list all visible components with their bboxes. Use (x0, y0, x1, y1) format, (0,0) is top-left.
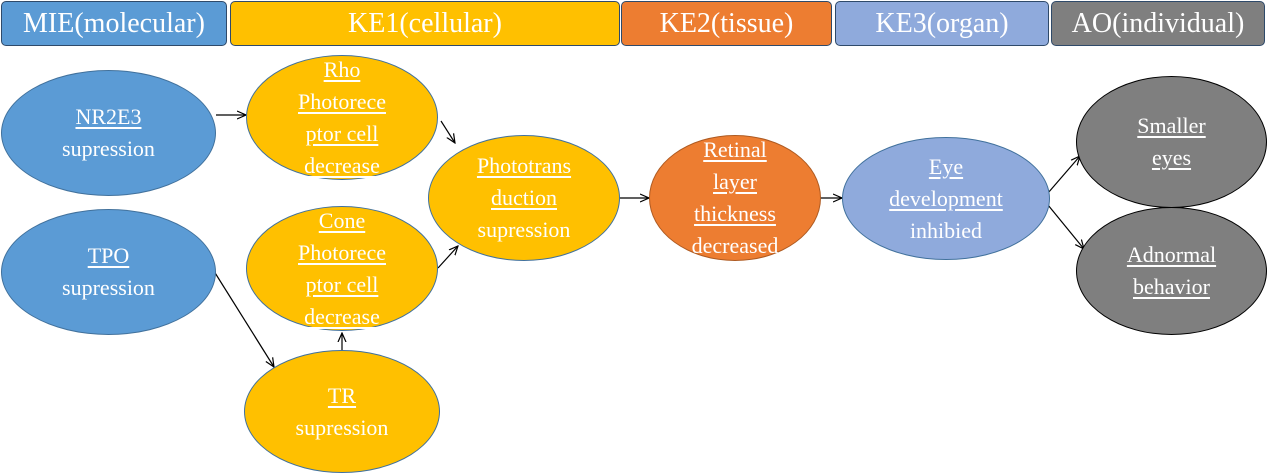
node-eye-line1: Eye (928, 153, 964, 179)
node-eye-line2: development (889, 185, 1003, 211)
node-rho-line3: ptor cell (305, 120, 379, 146)
header-ke3: KE3(organ) (835, 1, 1049, 46)
node-cone-photoreceptor-decrease: Cone Photorece ptor cell decrease (246, 206, 438, 331)
header-mie: MIE(molecular) (1, 1, 227, 46)
header-ke1: KE1(cellular) (230, 1, 620, 46)
node-rho-line1: Rho (323, 56, 361, 82)
node-tr-supression: TR supression (244, 350, 440, 473)
node-cone-line1: Cone (318, 207, 366, 233)
node-eye-line3: inhibied (909, 217, 983, 243)
header-ao: AO(individual) (1051, 1, 1265, 46)
edge-eye-abnormal (1047, 204, 1084, 249)
node-rho-line2: Photorece (298, 88, 386, 114)
node-phototrans-line3: supression (477, 217, 571, 242)
header-mie-label: MIE(molecular) (23, 7, 205, 39)
header-ao-label: AO(individual) (1071, 7, 1245, 39)
node-tr-line1: TR (327, 382, 357, 408)
node-phototransduction-supression: Phototrans duction supression (428, 135, 620, 261)
node-rho-line4: decrease (304, 152, 380, 178)
node-adnormal-behavior: Adnormal behavior (1076, 207, 1267, 335)
node-eye-development-inhibied: Eye development inhibied (842, 137, 1050, 260)
node-tpo-line2: supression (62, 275, 155, 300)
node-cone-line2: Photorece (298, 239, 386, 265)
node-cone-line3: ptor cell (305, 271, 379, 297)
node-tr-line2: supression (295, 414, 389, 440)
node-smaller-line2: eyes (1151, 145, 1192, 170)
node-phototrans-line2: duction (491, 185, 557, 210)
edge-tpo-tr (211, 267, 274, 367)
header-ke2-label: KE2(tissue) (659, 7, 794, 39)
node-nr2e3-supression: NR2E3 supression (1, 70, 216, 196)
edge-eye-smaller (1047, 156, 1080, 194)
node-abnormal-line2: behavior (1133, 274, 1210, 299)
header-ke2: KE2(tissue) (621, 1, 832, 46)
node-retinal-line1: Retinal (703, 137, 767, 162)
node-smaller-eyes: Smaller eyes (1076, 76, 1267, 208)
node-tpo-supression: TPO supression (1, 209, 216, 335)
header-ke1-label: KE1(cellular) (348, 7, 502, 39)
node-retinal-line4: decreased (691, 233, 779, 258)
node-nr2e3-line1: NR2E3 (75, 104, 142, 129)
node-retinal-line2: layer (713, 169, 757, 194)
node-phototrans-line1: Phototrans (476, 153, 572, 178)
header-ke3-label: KE3(organ) (875, 7, 1009, 39)
node-cone-line4: decrease (304, 303, 380, 329)
node-nr2e3-line2: supression (62, 136, 155, 161)
edge-rho-phototrans (440, 120, 455, 143)
node-abnormal-line1: Adnormal (1126, 242, 1217, 267)
node-retinal-layer-thickness-decreased: Retinal layer thickness decreased (649, 135, 821, 261)
node-tpo-line1: TPO (87, 243, 130, 268)
node-retinal-line3: thickness (694, 201, 776, 226)
node-smaller-line1: Smaller (1137, 113, 1206, 138)
node-rho-photoreceptor-decrease: Rho Photorece ptor cell decrease (246, 55, 438, 180)
edge-cone-phototrans (437, 246, 458, 269)
